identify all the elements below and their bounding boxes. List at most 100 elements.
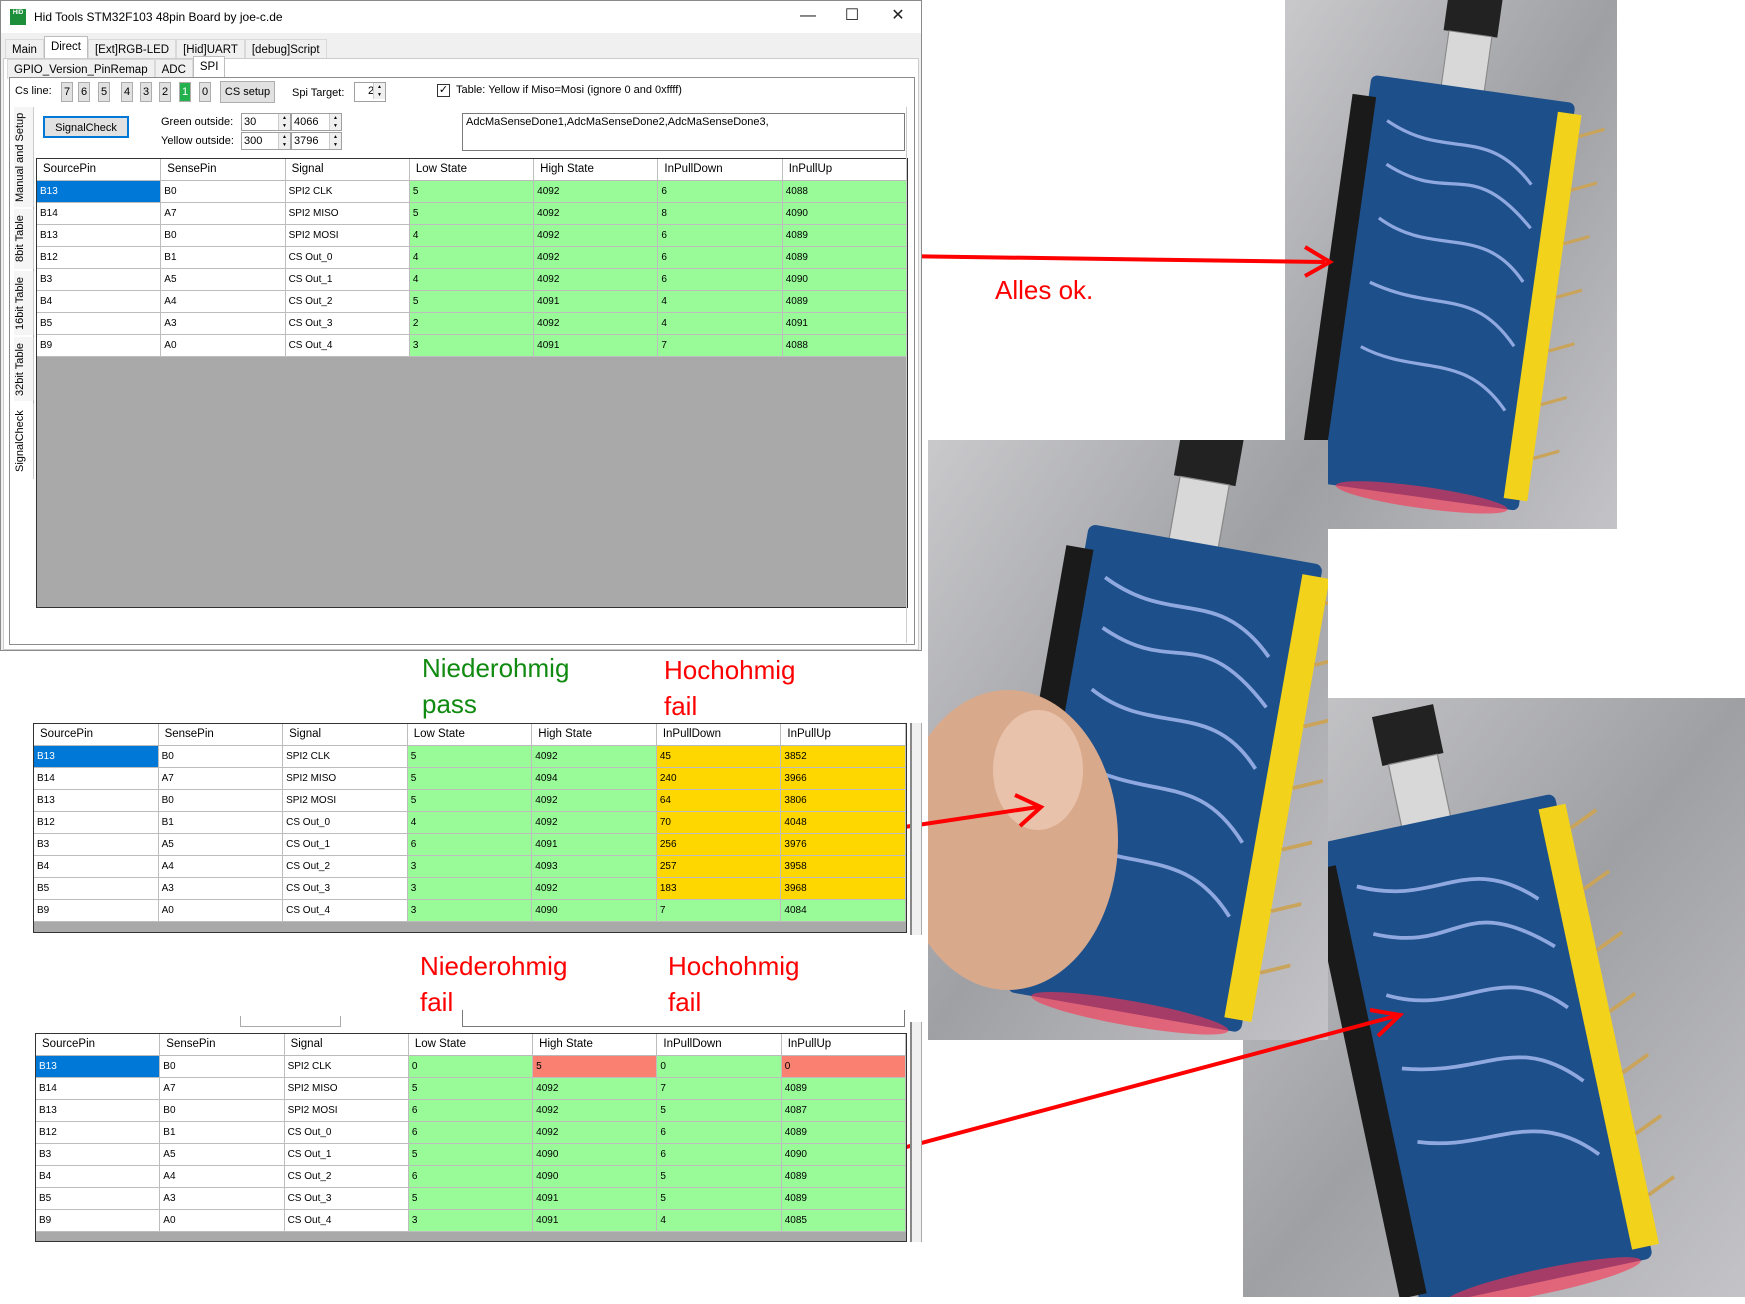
table-cell[interactable]: A3 <box>158 878 284 900</box>
table-cell[interactable]: CS Out_1 <box>284 1144 409 1166</box>
column-header[interactable]: InPullDown <box>656 724 782 745</box>
table-cell[interactable]: 5 <box>408 1144 534 1166</box>
close-button[interactable]: ✕ <box>891 7 905 24</box>
column-header[interactable]: High State <box>533 1034 658 1055</box>
tab-hid-uart[interactable]: [Hid]UART <box>176 39 245 59</box>
table-cell[interactable]: 0 <box>408 1056 534 1078</box>
table-cell[interactable]: 183 <box>656 878 782 900</box>
table-cell[interactable]: 4088 <box>782 335 907 357</box>
table-cell[interactable]: 4090 <box>781 1144 906 1166</box>
table-cell[interactable]: B14 <box>37 203 162 225</box>
table-cell[interactable]: 6 <box>658 181 783 203</box>
table-cell[interactable]: 6 <box>408 1100 534 1122</box>
table-cell[interactable]: 4085 <box>781 1210 906 1232</box>
table-cell[interactable]: 4089 <box>781 1078 906 1100</box>
table-cell[interactable]: 4092 <box>532 878 657 900</box>
table-cell[interactable]: 3 <box>407 900 533 922</box>
table-cell[interactable]: B13 <box>34 790 159 812</box>
table-cell[interactable]: 4091 <box>533 1188 658 1210</box>
table-cell[interactable]: 4092 <box>534 181 659 203</box>
cs-button-5[interactable]: 5 <box>98 82 110 102</box>
table-cell[interactable]: 4092 <box>532 790 657 812</box>
table-cell[interactable]: 5 <box>657 1166 782 1188</box>
table-cell[interactable]: A4 <box>161 291 286 313</box>
table-cell[interactable]: 4 <box>657 1210 782 1232</box>
cs-button-0[interactable]: 0 <box>199 82 211 102</box>
minimize-button[interactable]: — <box>800 7 816 24</box>
table-cell[interactable]: B5 <box>36 1188 161 1210</box>
table-cell[interactable]: 5 <box>408 1078 534 1100</box>
tab-direct[interactable]: Direct <box>43 36 88 59</box>
table-cell[interactable]: B13 <box>36 1056 161 1078</box>
table-cell[interactable]: A3 <box>161 313 286 335</box>
table-cell[interactable]: 4092 <box>533 1078 658 1100</box>
column-header[interactable]: SourcePin <box>37 159 162 180</box>
cs-button-6[interactable]: 6 <box>78 82 90 102</box>
table-cell[interactable]: 6 <box>657 1122 782 1144</box>
table-cell[interactable]: A0 <box>160 1210 285 1232</box>
table-cell[interactable]: 4092 <box>533 1100 658 1122</box>
table-cell[interactable]: 6 <box>657 1144 782 1166</box>
table-cell[interactable]: 4092 <box>534 203 659 225</box>
table-cell[interactable]: A5 <box>160 1144 285 1166</box>
table-cell[interactable]: 7 <box>656 900 782 922</box>
table-cell[interactable]: 4092 <box>532 812 657 834</box>
table-cell[interactable]: 4090 <box>533 1144 658 1166</box>
green-high-input[interactable]: 4066 <box>291 113 342 131</box>
table-cell[interactable]: 4092 <box>533 1122 658 1144</box>
table-cell[interactable]: 4084 <box>781 900 906 922</box>
table-cell[interactable]: SPI2 MISO <box>284 1078 409 1100</box>
vtab-16bit-table[interactable]: 16bit Table <box>14 271 34 335</box>
table-cell[interactable]: B1 <box>158 812 284 834</box>
table-cell[interactable]: 4090 <box>782 203 907 225</box>
table-cell[interactable]: B12 <box>36 1122 161 1144</box>
table-cell[interactable]: 6 <box>658 225 783 247</box>
table-cell[interactable]: 5 <box>533 1056 658 1078</box>
column-header[interactable]: Low State <box>408 1034 534 1055</box>
table-cell[interactable]: SPI2 CLK <box>284 1056 409 1078</box>
vtab-signalcheck[interactable]: SignalCheck <box>14 403 34 479</box>
table-cell[interactable]: 7 <box>658 335 783 357</box>
table-cell[interactable]: B0 <box>160 1100 285 1122</box>
table-cell[interactable]: 4089 <box>781 1188 906 1210</box>
table-cell[interactable]: 4092 <box>534 269 659 291</box>
table-cell[interactable]: 3 <box>407 856 533 878</box>
table-cell[interactable]: CS Out_3 <box>285 313 410 335</box>
column-header[interactable]: InPullDown <box>657 1034 782 1055</box>
column-header[interactable]: InPullUp <box>782 159 907 180</box>
table-cell[interactable]: 2 <box>409 313 535 335</box>
column-header[interactable]: Signal <box>283 724 408 745</box>
table-cell[interactable]: 5 <box>409 203 535 225</box>
table-cell[interactable]: B0 <box>158 746 284 768</box>
table-cell[interactable]: A7 <box>160 1078 285 1100</box>
table-cell[interactable]: SPI2 MOSI <box>284 1100 409 1122</box>
table-cell[interactable]: 4 <box>658 313 783 335</box>
table-cell[interactable]: 4092 <box>534 313 659 335</box>
table-cell[interactable]: A4 <box>160 1166 285 1188</box>
table-cell[interactable]: 5 <box>407 790 533 812</box>
table-cell[interactable]: B9 <box>37 335 162 357</box>
table-cell[interactable]: 6 <box>407 834 533 856</box>
column-header[interactable]: SensePin <box>161 159 286 180</box>
column-header[interactable]: InPullUp <box>781 724 906 745</box>
table-cell[interactable]: CS Out_1 <box>285 269 410 291</box>
table-cell[interactable]: CS Out_2 <box>283 856 408 878</box>
column-header[interactable]: InPullDown <box>658 159 783 180</box>
tab-adc[interactable]: ADC <box>154 59 193 79</box>
table-cell[interactable]: 4090 <box>533 1166 658 1188</box>
table-cell[interactable]: SPI2 MOSI <box>285 225 410 247</box>
column-header[interactable]: Low State <box>407 724 533 745</box>
table-cell[interactable]: 4090 <box>532 900 657 922</box>
